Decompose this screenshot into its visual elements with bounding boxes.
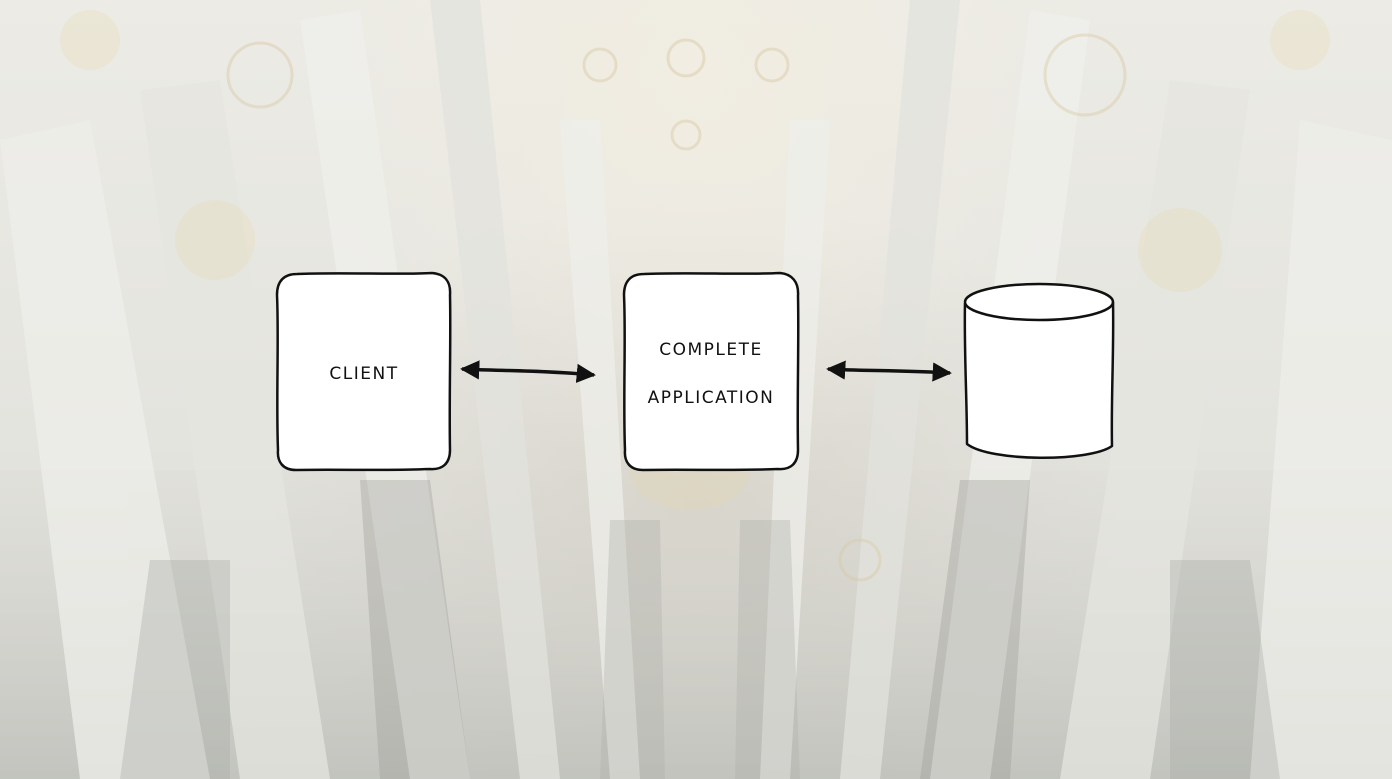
client-label: CLIENT: [329, 364, 398, 384]
client-application-arrow: [460, 360, 596, 383]
application-box: COMPLETE APPLICATION: [622, 271, 800, 472]
application-database-arrow: [826, 360, 952, 382]
application-label-line1: COMPLETE: [659, 340, 763, 360]
application-label-line2: APPLICATION: [648, 388, 775, 408]
client-box: CLIENT: [275, 271, 452, 472]
database-cylinder: [963, 282, 1115, 459]
